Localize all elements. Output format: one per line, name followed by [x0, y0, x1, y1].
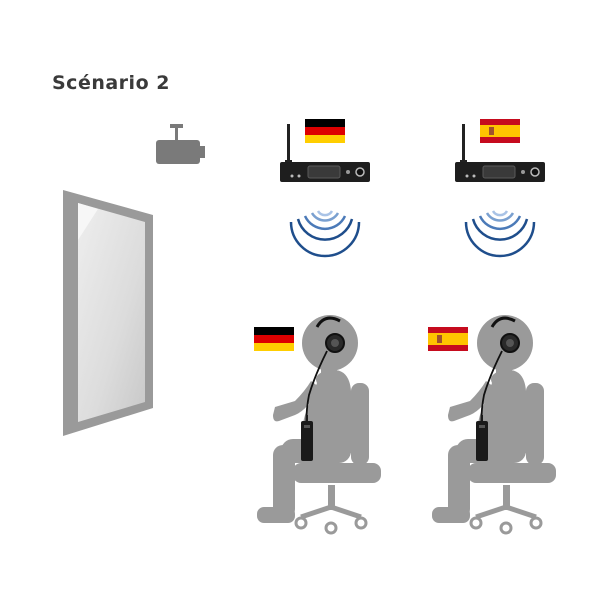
germany-flag-icon [305, 119, 345, 143]
spain-flag-icon [480, 119, 520, 143]
listener-german [254, 315, 381, 533]
transmitter-german [279, 119, 371, 258]
projection-screen [63, 190, 153, 436]
scenario-title: Scénario 2 [52, 72, 170, 94]
listener-spanish [428, 315, 556, 533]
transmitter-spanish [454, 119, 546, 258]
germany-flag-icon [254, 327, 294, 351]
spain-flag-icon [428, 327, 468, 351]
radio-waves-icon [464, 209, 536, 258]
radio-waves-icon [289, 209, 361, 258]
projector-icon [156, 124, 205, 164]
